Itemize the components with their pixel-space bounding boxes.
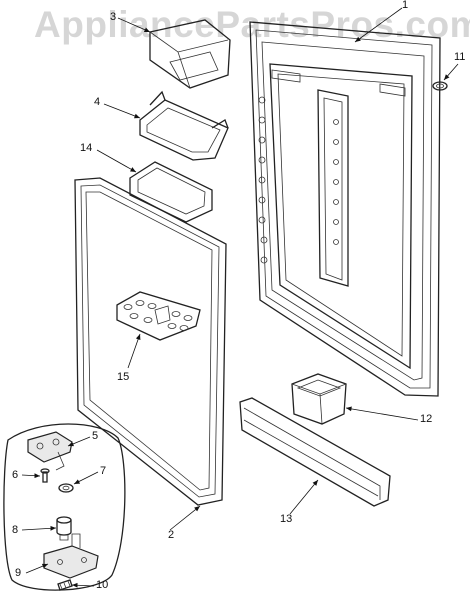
callout-3: 3	[110, 11, 117, 23]
callout-12: 12	[420, 413, 433, 425]
door-bin-deep	[291, 373, 347, 425]
door-bin-small	[139, 90, 229, 161]
callout-9: 9	[15, 567, 22, 579]
callout-5: 5	[92, 430, 99, 442]
hinge-screw-top	[40, 468, 50, 483]
callout-7: 7	[100, 465, 107, 477]
callout-4: 4	[94, 96, 101, 108]
dairy-door-compartment	[149, 19, 231, 89]
callout-2: 2	[168, 529, 175, 541]
hinge-cap	[432, 81, 448, 91]
door-bin-tray	[129, 161, 213, 223]
callout-13: 13	[280, 513, 293, 525]
door-panel	[249, 21, 441, 397]
callout-1: 1	[402, 0, 409, 11]
egg-tray	[116, 291, 201, 341]
hinge-washer	[58, 483, 74, 493]
callout-15: 15	[117, 371, 130, 383]
callout-11: 11	[454, 51, 466, 63]
callout-14: 14	[80, 142, 93, 154]
hinge-bushing	[56, 516, 72, 541]
callout-6: 6	[12, 469, 19, 481]
hinge-bracket-bottom	[43, 533, 99, 579]
leader-lines	[21, 7, 459, 588]
hinge-screw-bottom	[57, 579, 73, 591]
hinge-plate-top	[27, 431, 73, 471]
door-gasket	[74, 177, 227, 506]
watermark-text: AppliancePartsPros.com	[34, 4, 470, 45]
door-shelf-bar	[239, 397, 391, 507]
callout-10: 10	[96, 579, 109, 591]
hinge-parts-inset	[3, 423, 126, 591]
callout-8: 8	[12, 524, 19, 536]
